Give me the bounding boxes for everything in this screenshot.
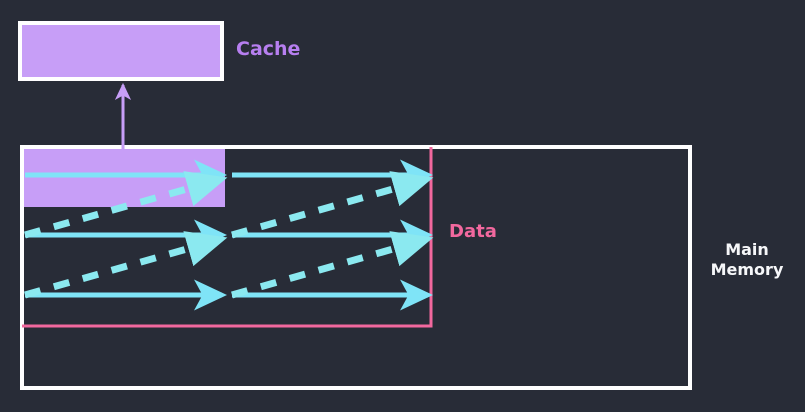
data-region-bracket bbox=[22, 147, 433, 328]
main-memory-box bbox=[20, 145, 692, 390]
cache-box bbox=[18, 21, 224, 81]
wrap-arrow-1 bbox=[24, 171, 228, 239]
cached-block bbox=[24, 149, 225, 207]
wrap-arrow-4 bbox=[231, 231, 434, 299]
wrap-arrow-2 bbox=[231, 171, 434, 239]
main-memory-label: Main Memory bbox=[710, 240, 784, 279]
data-label: Data bbox=[449, 221, 497, 242]
cache-label: Cache bbox=[236, 38, 301, 60]
wrap-arrow-3 bbox=[24, 231, 228, 299]
